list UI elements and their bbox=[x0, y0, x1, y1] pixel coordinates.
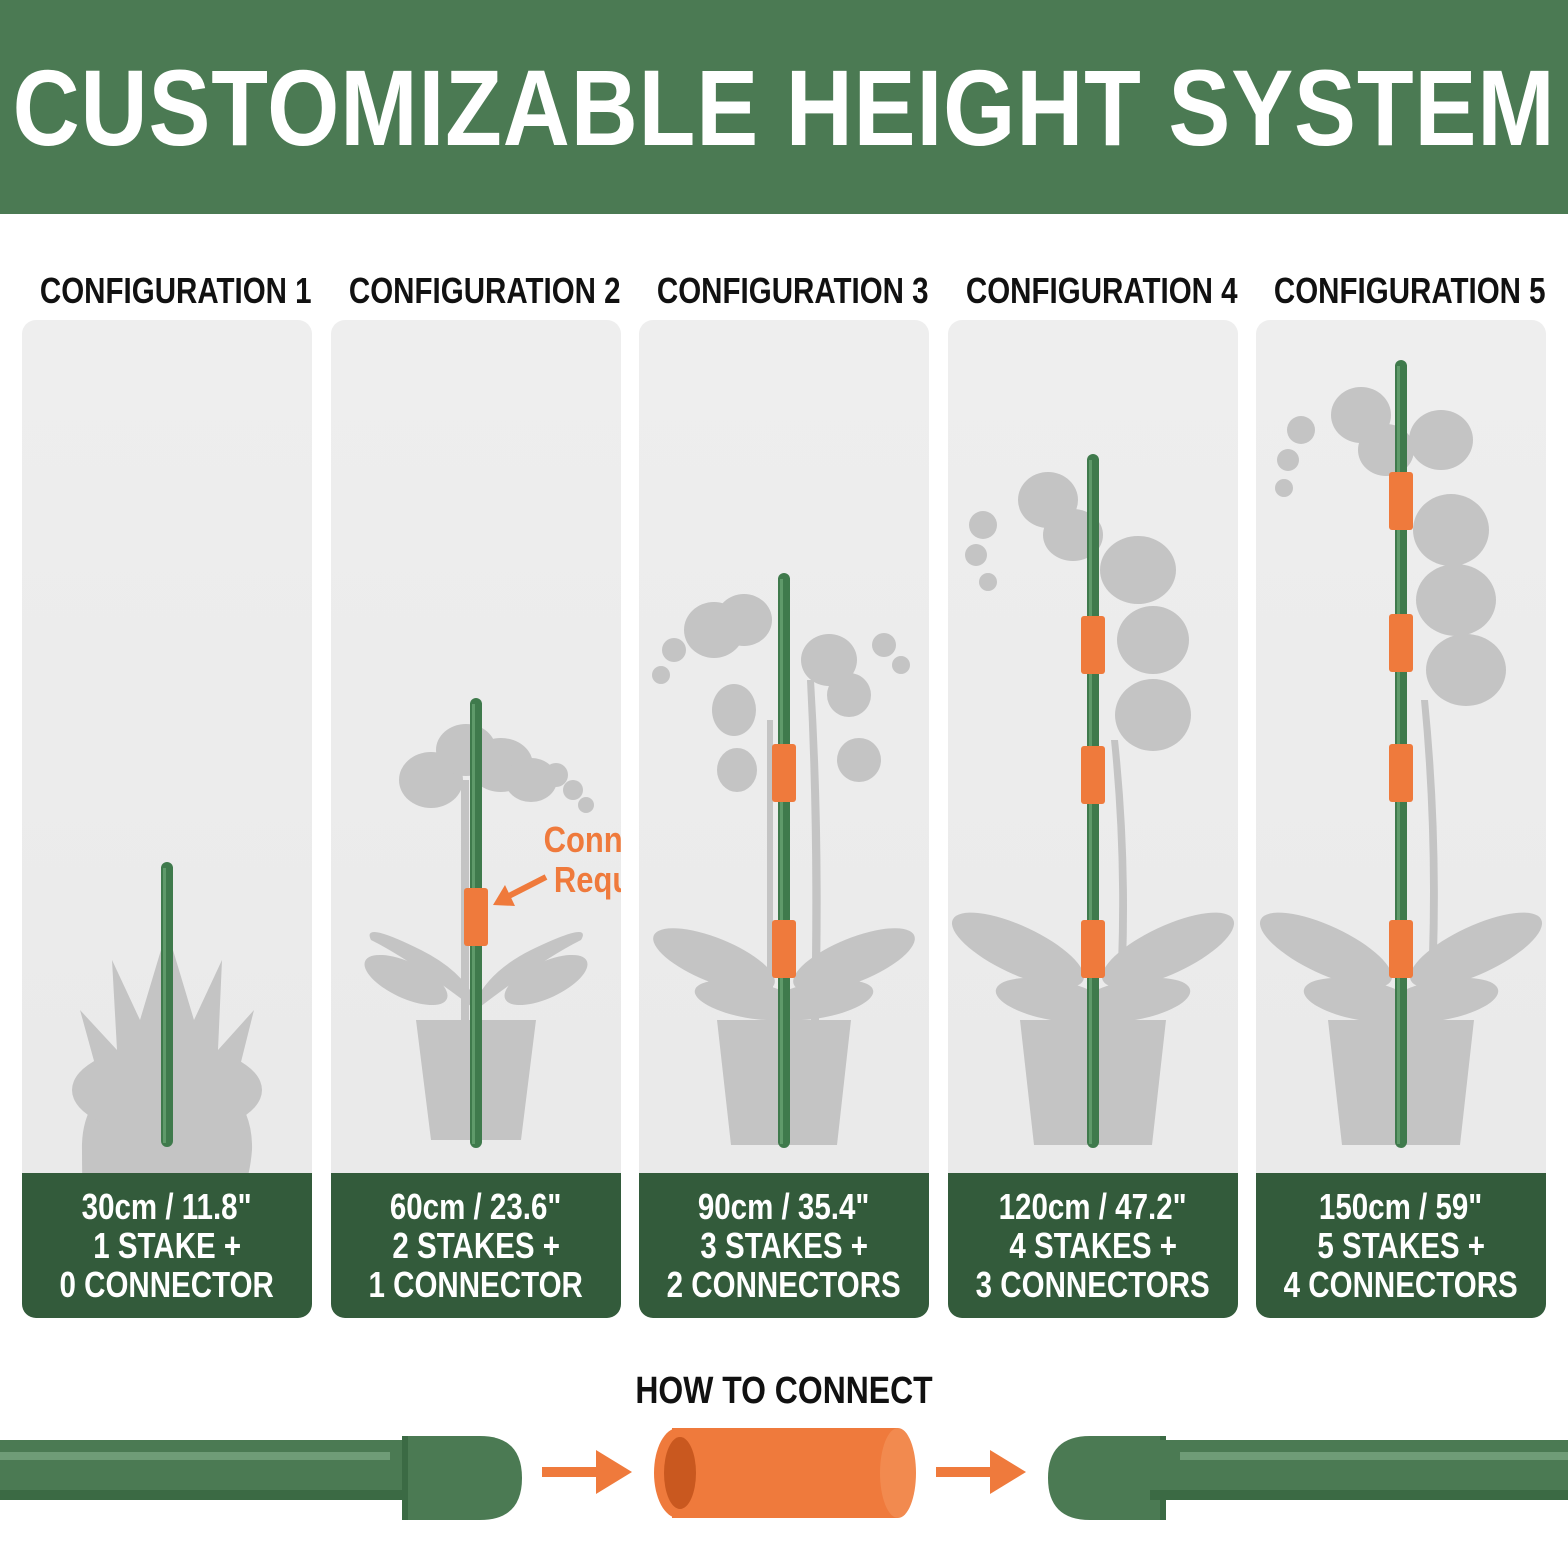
config-3-connectors: 2 CONNECTORS bbox=[666, 1264, 902, 1305]
connector-piece bbox=[772, 920, 796, 978]
stake-assembly bbox=[161, 862, 173, 1147]
arrow-right-icon bbox=[542, 1450, 632, 1494]
config-2-connectors: 1 CONNECTOR bbox=[368, 1264, 584, 1305]
connector-tube bbox=[654, 1428, 916, 1518]
config-5-title: CONFIGURATION 5 bbox=[1273, 270, 1546, 311]
config-4-title: CONFIGURATION 4 bbox=[965, 270, 1238, 311]
connector-required-line1: Connector bbox=[543, 819, 621, 860]
config-4-stakes: 4 STAKES + bbox=[1009, 1225, 1177, 1266]
connector-required-label: Connector Required bbox=[544, 820, 621, 900]
config-1-info: 30cm / 11.8" 1 STAKE + 0 CONNECTOR bbox=[22, 1173, 312, 1318]
right-stake bbox=[1048, 1436, 1568, 1520]
config-3-panel: 90cm / 35.4" 3 STAKES + 2 CONNECTORS bbox=[639, 320, 929, 1318]
config-4-illustration bbox=[951, 454, 1235, 1148]
connector-piece bbox=[1081, 746, 1105, 804]
config-3-title: CONFIGURATION 3 bbox=[656, 270, 929, 311]
config-1-stakes: 1 STAKE + bbox=[93, 1225, 241, 1266]
config-1-title: CONFIGURATION 1 bbox=[39, 270, 312, 311]
stake-assembly bbox=[464, 698, 488, 1148]
connector-piece bbox=[464, 888, 488, 946]
config-5-height: 150cm / 59" bbox=[1319, 1186, 1483, 1227]
config-1-illustration bbox=[72, 862, 262, 1173]
config-4-connectors: 3 CONNECTORS bbox=[975, 1264, 1211, 1305]
config-4-info: 120cm / 47.2" 4 STAKES + 3 CONNECTORS bbox=[948, 1173, 1238, 1318]
config-2-info: 60cm / 23.6" 2 STAKES + 1 CONNECTOR bbox=[331, 1173, 621, 1318]
orchid-icon bbox=[1259, 387, 1543, 1145]
config-2-illustration bbox=[364, 698, 594, 1148]
stake-assembly bbox=[1081, 454, 1105, 1148]
left-stake bbox=[0, 1436, 522, 1520]
config-5-illustration bbox=[1259, 360, 1543, 1148]
stake-segment bbox=[161, 862, 173, 1147]
config-5-info: 150cm / 59" 5 STAKES + 4 CONNECTORS bbox=[1256, 1173, 1546, 1318]
arrow-icon bbox=[493, 874, 548, 906]
connector-piece bbox=[772, 744, 796, 802]
page-title: CUSTOMIZABLE HEIGHT SYSTEM bbox=[12, 46, 1556, 168]
config-2-title: CONFIGURATION 2 bbox=[348, 270, 621, 311]
connector-piece bbox=[1389, 472, 1413, 530]
connector-required-line2: Required bbox=[553, 859, 621, 900]
connector-piece bbox=[1389, 920, 1413, 978]
config-2-panel: Connector Required 60cm / 23.6" 2 STAKES… bbox=[331, 320, 621, 1318]
how-to-connect-title: HOW TO CONNECT bbox=[635, 1370, 933, 1412]
stake-assembly bbox=[1389, 360, 1413, 1148]
config-1-connectors: 0 CONNECTOR bbox=[59, 1264, 275, 1305]
connection-diagram bbox=[0, 1428, 1568, 1520]
stake-end-cap bbox=[1048, 1436, 1166, 1520]
stake-assembly bbox=[772, 573, 796, 1148]
config-3-height: 90cm / 35.4" bbox=[698, 1186, 870, 1227]
config-5-panel: 150cm / 59" 5 STAKES + 4 CONNECTORS bbox=[1256, 320, 1546, 1318]
config-1-height: 30cm / 11.8" bbox=[82, 1186, 252, 1227]
config-2-height: 60cm / 23.6" bbox=[390, 1186, 562, 1227]
config-5-connectors: 4 CONNECTORS bbox=[1283, 1264, 1519, 1305]
config-3-illustration bbox=[652, 573, 915, 1148]
connector-piece bbox=[1081, 616, 1105, 674]
connector-piece bbox=[1389, 614, 1413, 672]
arrow-right-icon bbox=[936, 1450, 1026, 1494]
stake-segment bbox=[778, 573, 790, 1148]
header-banner: CUSTOMIZABLE HEIGHT SYSTEM bbox=[0, 0, 1568, 214]
connector-piece bbox=[1081, 920, 1105, 978]
connector-piece bbox=[1389, 744, 1413, 802]
config-3-stakes: 3 STAKES + bbox=[700, 1225, 868, 1266]
stake-end-cap bbox=[402, 1436, 522, 1520]
config-2-stakes: 2 STAKES + bbox=[392, 1225, 560, 1266]
config-4-panel: 120cm / 47.2" 4 STAKES + 3 CONNECTORS bbox=[948, 320, 1238, 1318]
config-4-height: 120cm / 47.2" bbox=[999, 1186, 1187, 1227]
config-1-panel: 30cm / 11.8" 1 STAKE + 0 CONNECTOR bbox=[22, 320, 312, 1318]
config-5-stakes: 5 STAKES + bbox=[1317, 1225, 1485, 1266]
config-3-info: 90cm / 35.4" 3 STAKES + 2 CONNECTORS bbox=[639, 1173, 929, 1318]
